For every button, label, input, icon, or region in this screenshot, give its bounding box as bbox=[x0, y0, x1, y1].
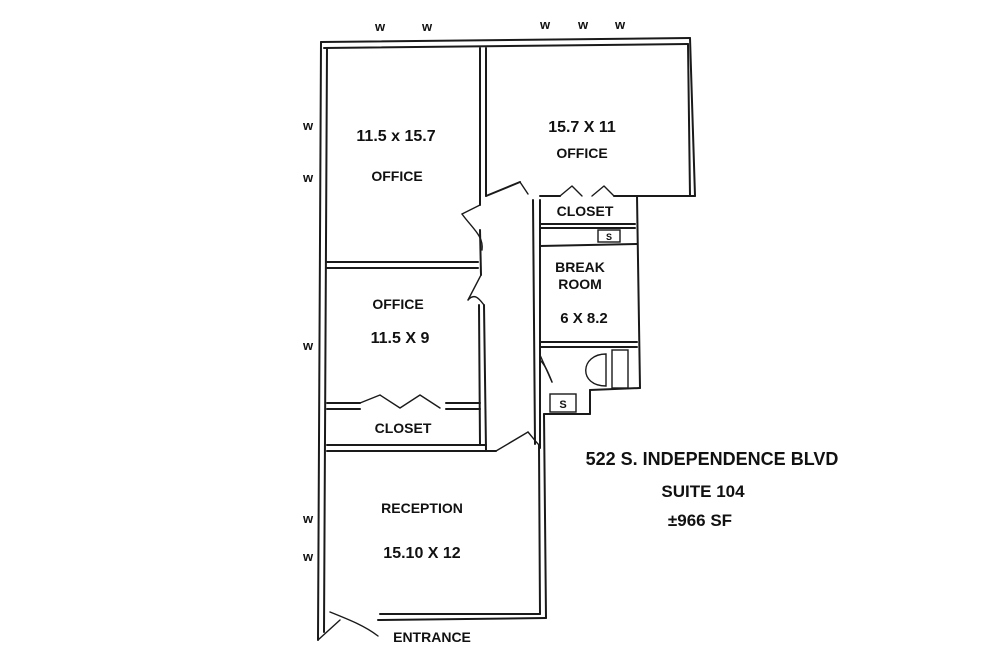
exterior-walls bbox=[317, 37, 696, 641]
reception-label: RECEPTION bbox=[381, 500, 463, 516]
interior-walls bbox=[326, 47, 638, 452]
area: ±966 SF bbox=[668, 511, 732, 530]
entrance-label: ENTRANCE bbox=[393, 629, 471, 645]
window-marker: w bbox=[302, 170, 314, 185]
window-markers: w w w w w w w w w w bbox=[302, 17, 626, 564]
window-marker: w bbox=[539, 17, 551, 32]
window-marker: w bbox=[421, 19, 433, 34]
office-mid-dimensions: 11.5 X 9 bbox=[371, 330, 430, 347]
room-labels: 11.5 x 15.7 OFFICE 15.7 X 11 OFFICE CLOS… bbox=[356, 119, 616, 645]
office-top-left-label: OFFICE bbox=[371, 168, 422, 184]
suite: SUITE 104 bbox=[661, 482, 745, 501]
break-room-label-line1: BREAK bbox=[555, 259, 605, 275]
closet-left-label: CLOSET bbox=[375, 420, 432, 436]
closet-right-label: CLOSET bbox=[557, 203, 614, 219]
window-marker: w bbox=[302, 338, 314, 353]
office-top-right-label: OFFICE bbox=[556, 145, 607, 161]
reception-dimensions: 15.10 X 12 bbox=[383, 545, 461, 562]
restroom-sink-icon bbox=[549, 393, 577, 413]
office-mid-label: OFFICE bbox=[372, 296, 423, 312]
fixtures: S S bbox=[549, 229, 629, 413]
window-marker: w bbox=[614, 17, 626, 32]
break-room-dimensions: 6 X 8.2 bbox=[560, 310, 608, 327]
window-marker: w bbox=[302, 549, 314, 564]
restroom-sink-label: S bbox=[559, 399, 566, 411]
office-top-left-dimensions: 11.5 x 15.7 bbox=[356, 128, 435, 145]
window-marker: w bbox=[374, 19, 386, 34]
break-room-sink-icon bbox=[597, 229, 621, 243]
toilet-icon bbox=[585, 353, 607, 387]
window-marker: w bbox=[302, 511, 314, 526]
office-top-right-dimensions: 15.7 X 11 bbox=[548, 119, 616, 136]
property-info: 522 S. INDEPENDENCE BLVD SUITE 104 ±966 … bbox=[586, 449, 839, 530]
address: 522 S. INDEPENDENCE BLVD bbox=[586, 449, 839, 469]
break-room-label-line2: ROOM bbox=[558, 276, 602, 292]
break-room-sink-label: S bbox=[606, 232, 612, 242]
window-marker: w bbox=[577, 17, 589, 32]
toilet-tank-icon bbox=[611, 349, 629, 389]
window-marker: w bbox=[302, 118, 314, 133]
